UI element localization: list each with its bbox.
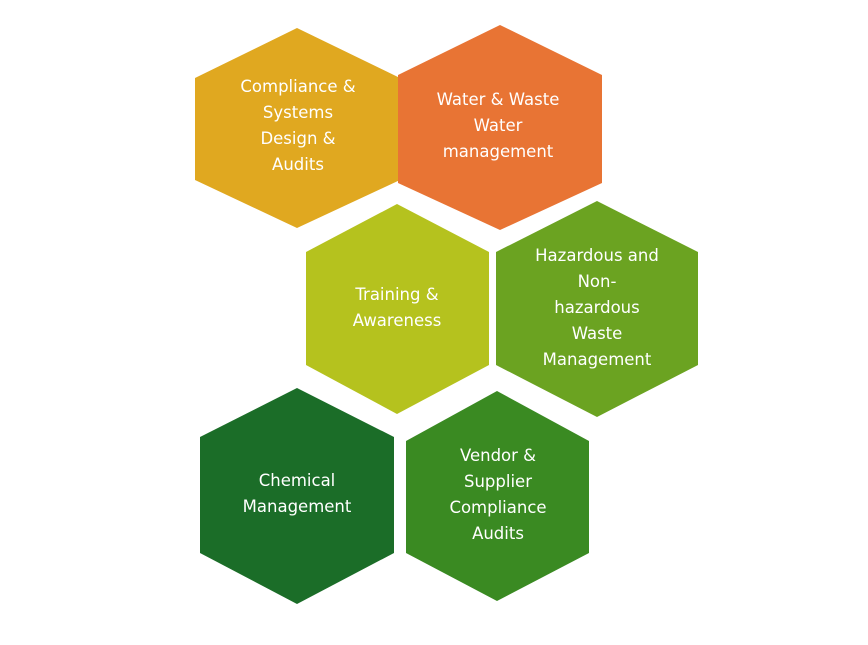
hex-label-line: Audits bbox=[472, 524, 524, 543]
hex-label-line: Systems bbox=[262, 103, 334, 122]
hex-water-waste bbox=[398, 25, 602, 230]
hex-label-line: Waste bbox=[571, 324, 623, 343]
hex-label-line: Vendor & bbox=[459, 446, 537, 465]
hex-label-line: hazardous bbox=[554, 298, 640, 317]
hex-label-line: Compliance & bbox=[240, 77, 356, 96]
hex-label-line: Training & bbox=[355, 285, 439, 304]
hex-label-line: Management bbox=[242, 497, 352, 516]
hex-label-training: Training & Awareness bbox=[353, 282, 442, 334]
hex-label-line: Water & Waste bbox=[436, 90, 560, 109]
hex-label-line: Design & bbox=[260, 129, 336, 148]
hex-label-line: Chemical bbox=[258, 471, 336, 490]
hex-label-line: Awareness bbox=[352, 311, 442, 330]
hex-label-line: Non- bbox=[577, 272, 617, 291]
hex-label-line: Supplier bbox=[464, 472, 532, 491]
hex-label-line: Compliance bbox=[449, 498, 547, 517]
hex-label-line: management bbox=[442, 142, 554, 161]
hex-training bbox=[306, 204, 489, 414]
hex-label-line: Water bbox=[473, 116, 523, 135]
hex-chemical bbox=[200, 388, 394, 604]
hex-compliance-systems bbox=[195, 28, 400, 228]
hex-label-line: Management bbox=[542, 350, 652, 369]
hex-label-line: Audits bbox=[272, 155, 324, 174]
hex-vendor-supplier bbox=[406, 391, 589, 601]
hex-label-line: Hazardous and bbox=[535, 246, 659, 265]
hex-hazardous-waste bbox=[496, 201, 698, 417]
